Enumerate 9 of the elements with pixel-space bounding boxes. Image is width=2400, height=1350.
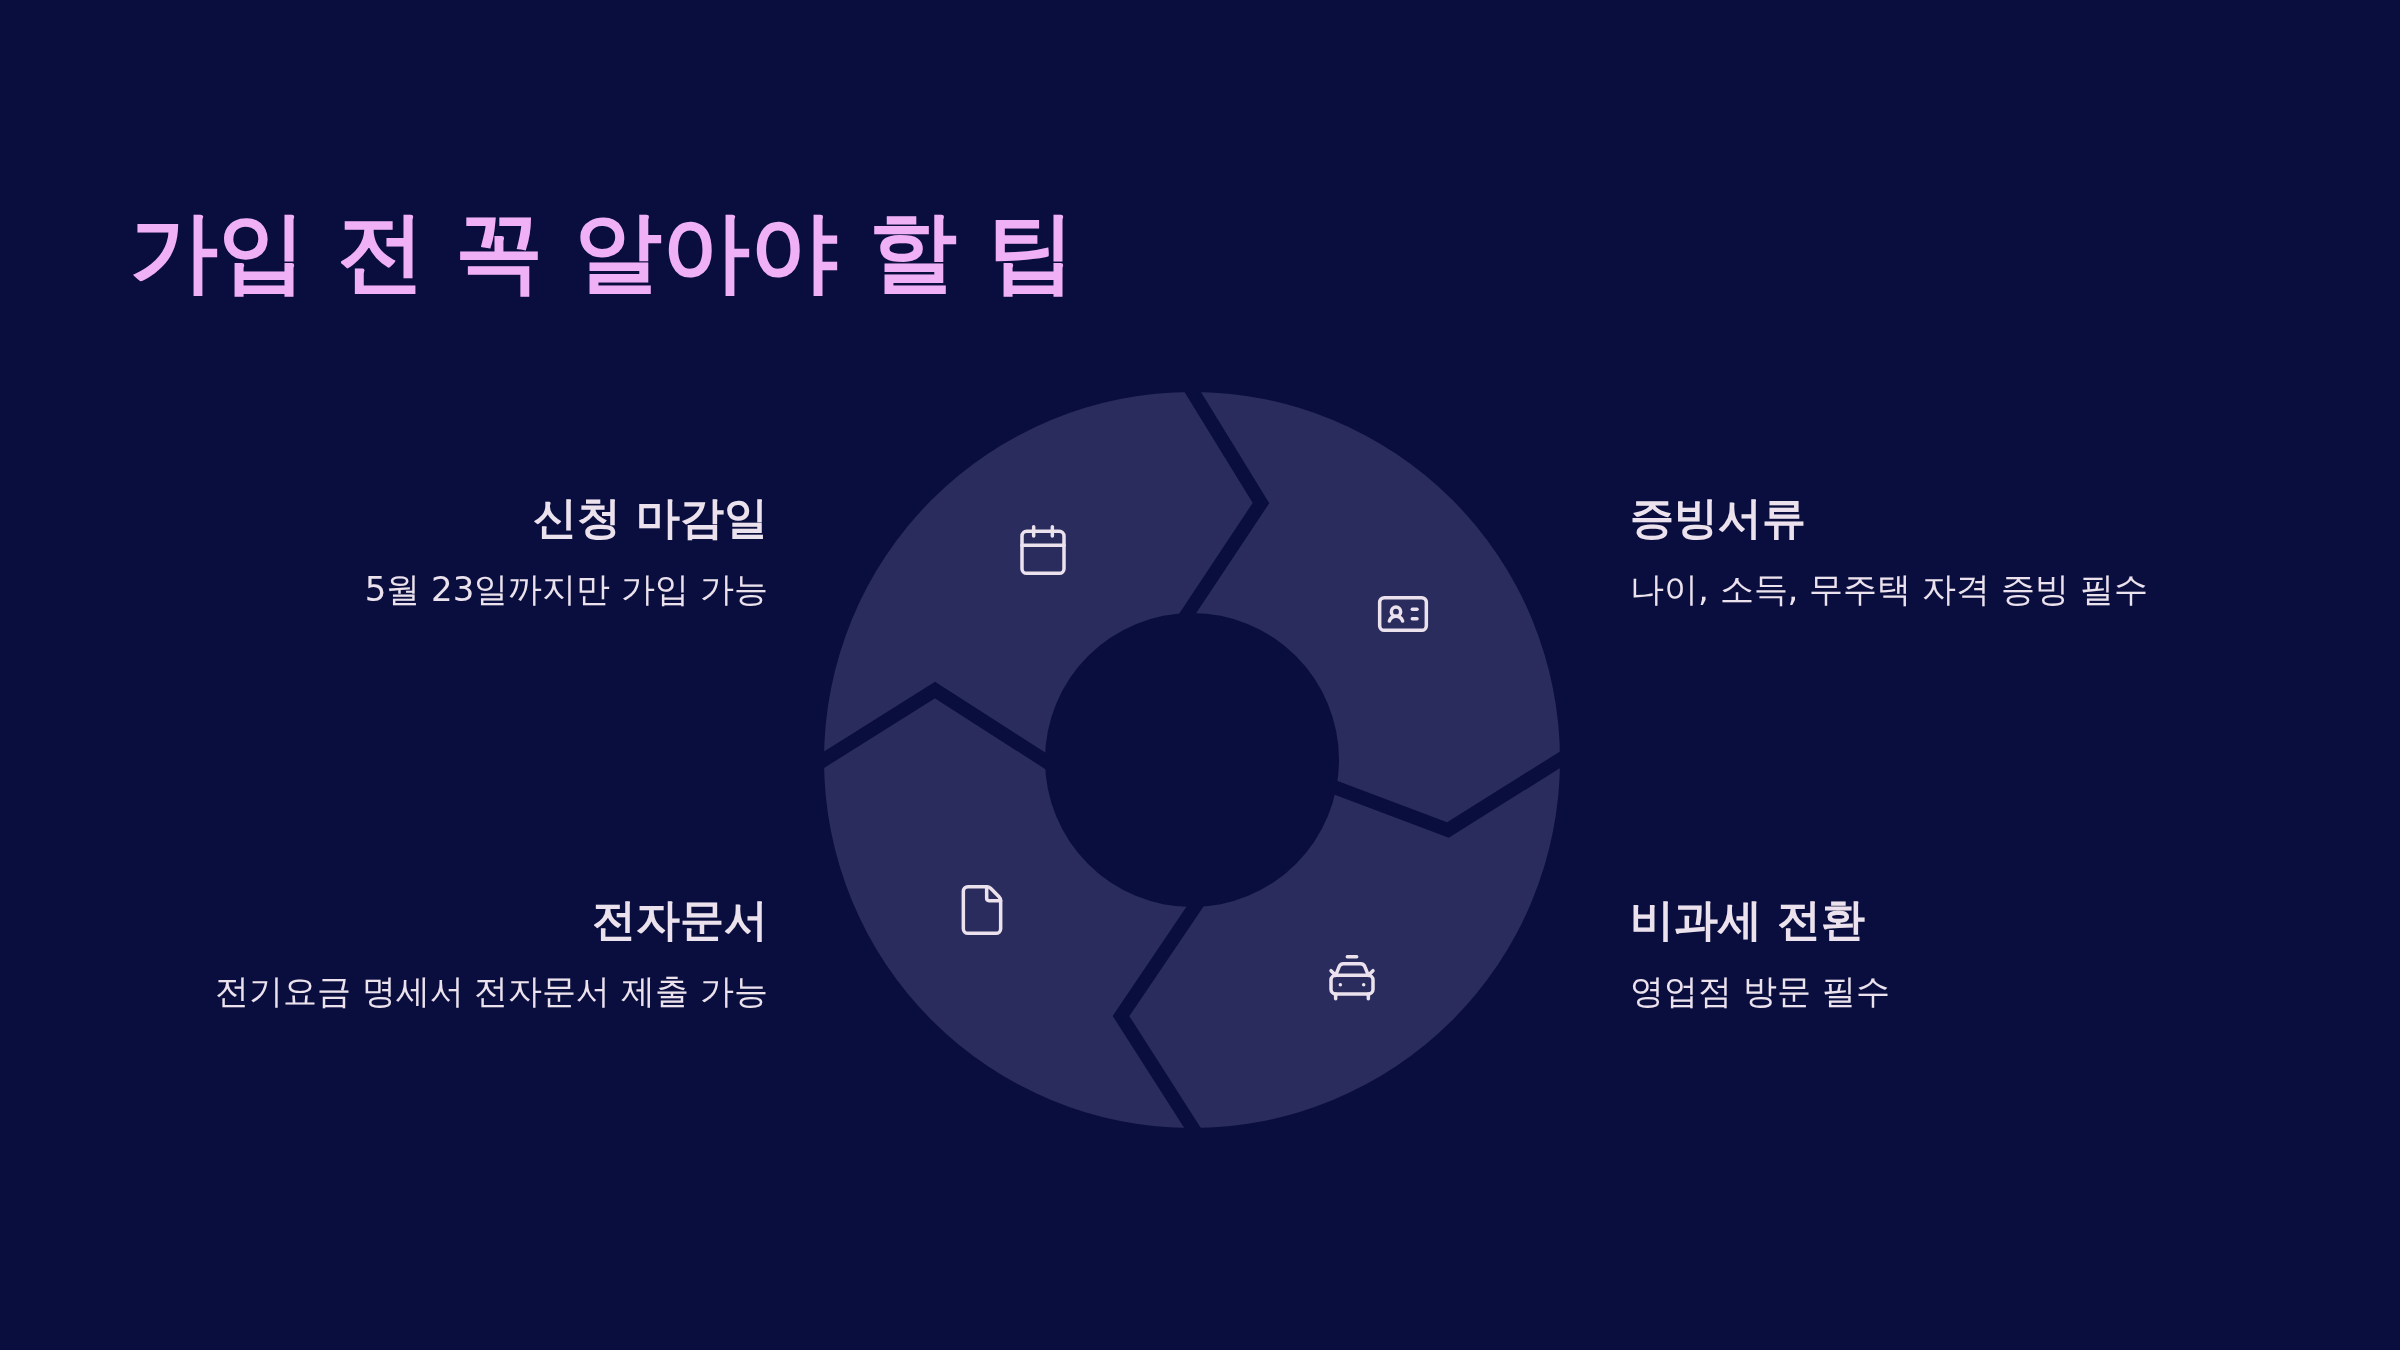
item-description: 5월 23일까지만 가입 가능 xyxy=(364,568,768,611)
item-heading: 신청 마감일 xyxy=(532,491,768,545)
item-description: 영업점 방문 필수 xyxy=(1630,970,1890,1013)
item-heading: 증빙서류 xyxy=(1630,491,1806,545)
item-description: 전기요금 명세서 전자문서 제출 가능 xyxy=(214,970,768,1013)
item-heading: 전자문서 xyxy=(592,893,768,947)
title: 가입 전 꼭 알아야 할 팁 xyxy=(130,199,1076,305)
item-heading: 비과세 전환 xyxy=(1630,893,1866,947)
item-description: 나이, 소득, 무주택 자격 증빙 필수 xyxy=(1630,568,2148,611)
